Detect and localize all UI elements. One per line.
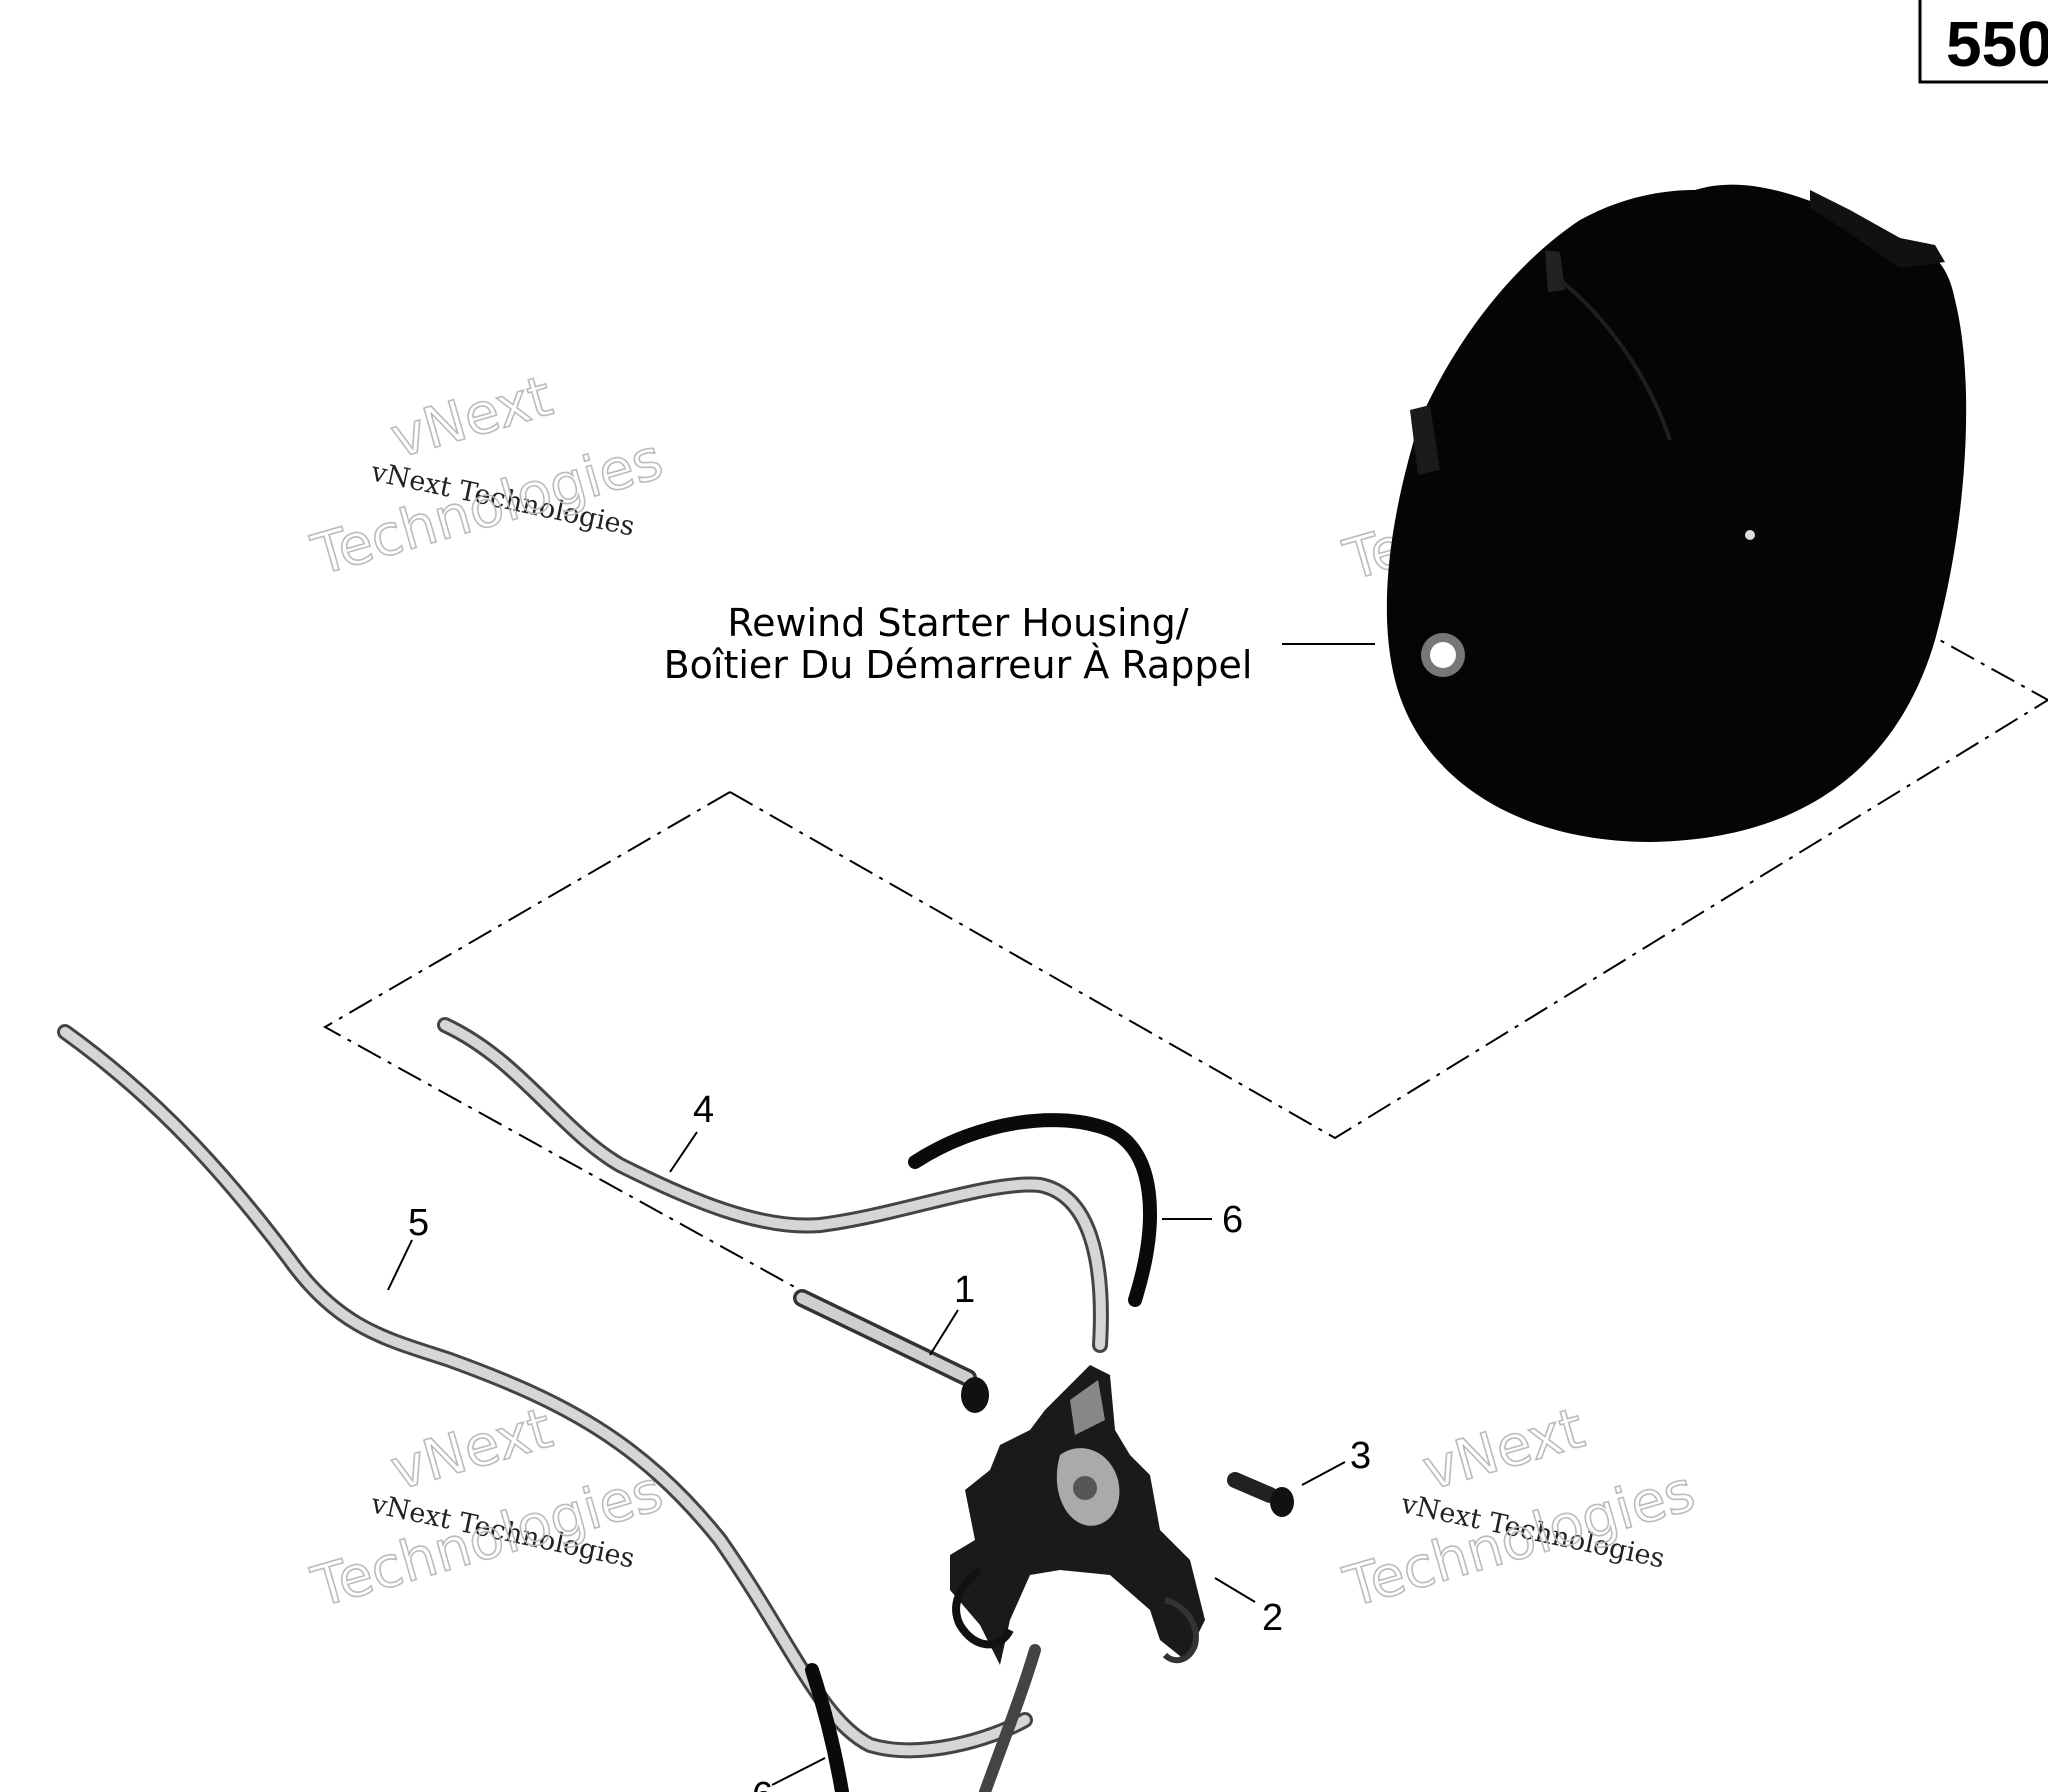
leader-part-2: [1214, 1577, 1256, 1603]
bolt-part-1: [793, 1289, 989, 1413]
hose-part-6-upper: [908, 1113, 1157, 1307]
rewind-starter-housing: [1386, 184, 1967, 842]
leader-part-6-lower: [771, 1757, 826, 1786]
leader-part-1: [929, 1309, 959, 1356]
callout-3: 3: [1350, 1435, 1371, 1477]
leader-part-4: [669, 1131, 698, 1173]
callout-6-upper: 6: [1222, 1199, 1243, 1241]
watermark-top-left: vNext vNext Technologies Technologies: [304, 363, 670, 589]
watermark-brand: vNext: [384, 364, 559, 472]
callout-5: 5: [408, 1202, 429, 1244]
bolt-part-3: [1227, 1472, 1294, 1517]
watermark-brand: vNext: [1416, 1396, 1591, 1504]
callout-2: 2: [1262, 1597, 1283, 1639]
callout-6-lower: 6: [752, 1775, 773, 1792]
watermark-brand: vNext: [384, 1396, 559, 1504]
assembly-outline: [322, 791, 801, 1291]
watermark-bottom-right: vNext vNext Technologies Technologies: [1336, 1395, 1702, 1621]
housing-label-line2: Boîtier Du Démarreur À Rappel: [664, 643, 1253, 687]
housing-label-line1: Rewind Starter Housing/: [727, 601, 1188, 645]
pump-part-2: [950, 1365, 1205, 1665]
tube-part-5: [57, 1024, 1033, 1759]
callout-1: 1: [954, 1269, 975, 1311]
assembly-outline-housing: [729, 699, 2048, 1140]
watermark-bottom-left: vNext vNext Technologies Technologies: [304, 1395, 670, 1621]
page-number-box: 550: [1918, 0, 2048, 84]
leader-part-3: [1301, 1461, 1346, 1486]
leader-part-5: [387, 1239, 413, 1291]
page-number: 550: [1946, 8, 2048, 80]
callout-4: 4: [693, 1089, 714, 1131]
hose-part-6-lower: [805, 1663, 849, 1792]
